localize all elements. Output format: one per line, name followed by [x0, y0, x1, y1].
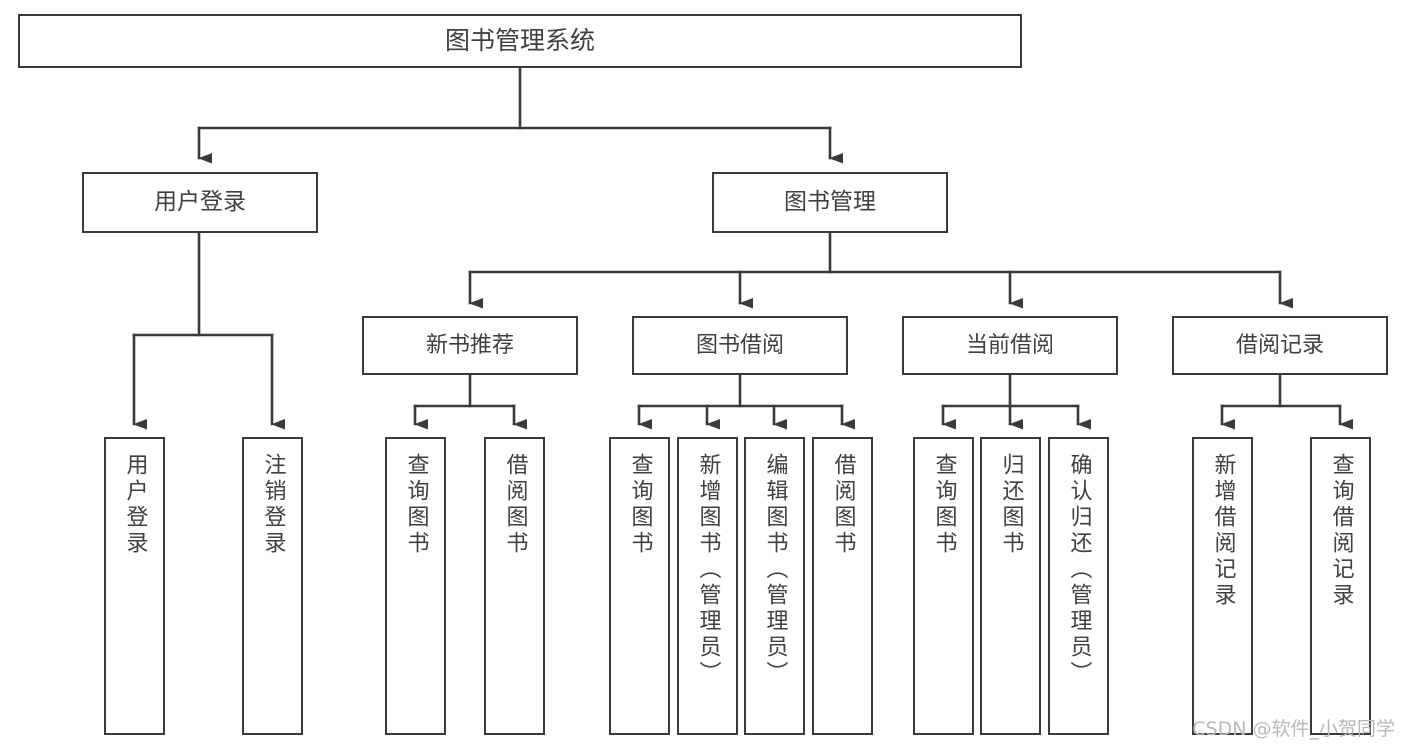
leaf-current-confirm-return-admin[interactable]: 确认归还（管理员） — [1048, 437, 1109, 735]
node-book-borrow[interactable]: 图书借阅 — [632, 316, 848, 375]
node-book-management[interactable]: 图书管理 — [712, 172, 948, 233]
node-label: 注销登录 — [260, 453, 286, 557]
leaf-borrow-borrow-book[interactable]: 借阅图书 — [812, 437, 873, 735]
node-root-system[interactable]: 图书管理系统 — [18, 14, 1022, 68]
leaf-borrow-add-book-admin[interactable]: 新增图书（管理员） — [677, 437, 738, 735]
node-label: 查询图书 — [627, 453, 653, 557]
csdn-watermark: CSDN @软件_小贺同学 — [1192, 718, 1395, 740]
node-new-book-recommend[interactable]: 新书推荐 — [362, 316, 578, 375]
node-label: 图书管理系统 — [444, 25, 595, 55]
node-label: 新书推荐 — [425, 332, 514, 358]
leaf-current-return-book[interactable]: 归还图书 — [980, 437, 1041, 735]
node-label: 借阅记录 — [1235, 332, 1324, 358]
node-label: 图书管理 — [784, 189, 876, 216]
leaf-borrow-query-book[interactable]: 查询图书 — [609, 437, 670, 735]
node-label: 借阅图书 — [502, 453, 528, 557]
node-label: 确认归还（管理员） — [1066, 453, 1092, 687]
leaf-recommend-query-book[interactable]: 查询图书 — [385, 437, 446, 735]
node-label: 用户登录 — [122, 453, 148, 557]
node-label: 新增图书（管理员） — [695, 453, 721, 687]
leaf-record-query-record[interactable]: 查询借阅记录 — [1310, 437, 1371, 735]
node-borrow-record[interactable]: 借阅记录 — [1172, 316, 1388, 375]
leaf-recommend-borrow-book[interactable]: 借阅图书 — [484, 437, 545, 735]
node-current-borrow[interactable]: 当前借阅 — [902, 316, 1118, 375]
leaf-user-login[interactable]: 用户登录 — [104, 437, 165, 735]
leaf-record-add-record[interactable]: 新增借阅记录 — [1192, 437, 1253, 735]
node-label: 查询图书 — [931, 453, 957, 557]
node-label: 用户登录 — [154, 189, 246, 216]
node-label: 编辑图书（管理员） — [762, 453, 788, 687]
node-label: 查询图书 — [403, 453, 429, 557]
node-label: 借阅图书 — [830, 453, 856, 557]
node-user-login[interactable]: 用户登录 — [82, 172, 318, 233]
node-label: 查询借阅记录 — [1328, 453, 1354, 609]
node-label: 当前借阅 — [965, 332, 1054, 358]
node-label: 新增借阅记录 — [1210, 453, 1236, 609]
node-label: 归还图书 — [998, 453, 1024, 557]
node-label: 图书借阅 — [695, 332, 784, 358]
leaf-current-query-book[interactable]: 查询图书 — [913, 437, 974, 735]
leaf-logout[interactable]: 注销登录 — [242, 437, 303, 735]
leaf-borrow-edit-book-admin[interactable]: 编辑图书（管理员） — [744, 437, 805, 735]
